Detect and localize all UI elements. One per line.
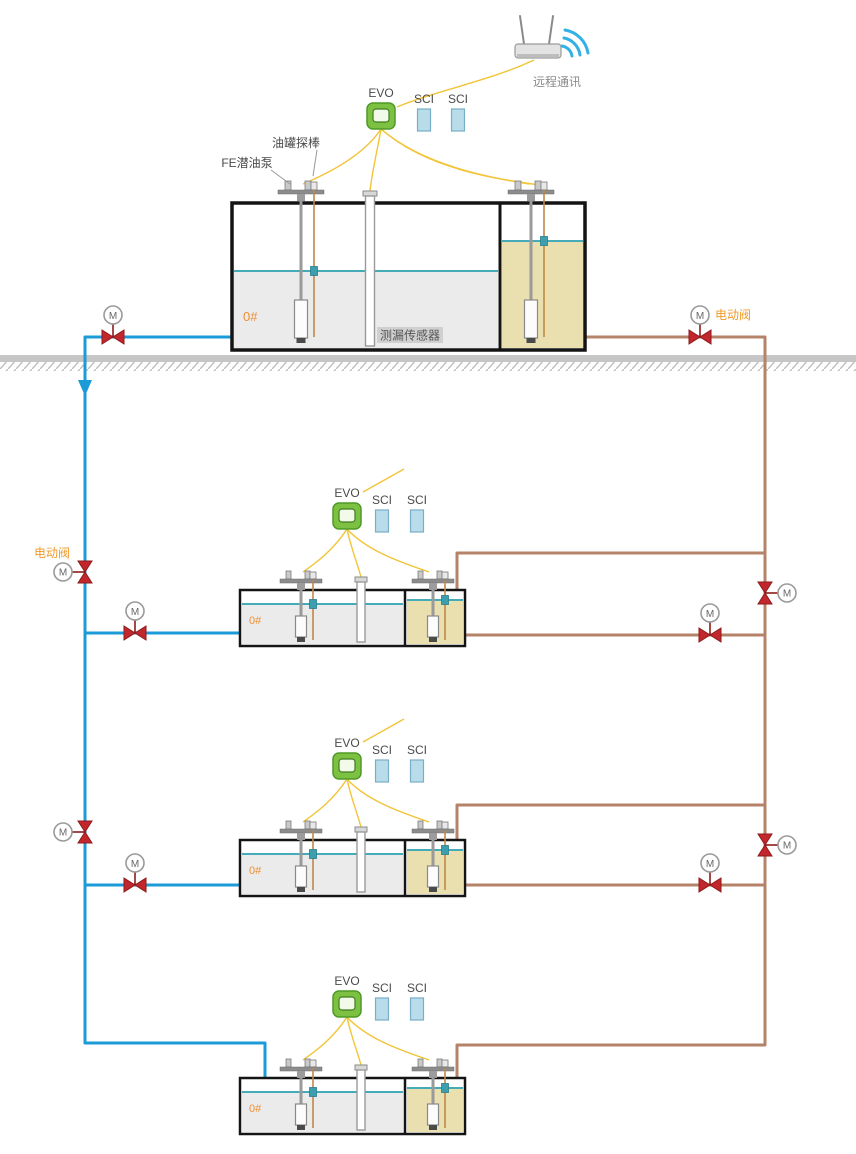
leak-sensor-tube (362, 190, 378, 347)
label-tank-probe: 油罐探棒 (272, 136, 320, 150)
probe-float (441, 845, 449, 855)
probe-float (441, 1083, 449, 1093)
tank-grade-label: 0# (243, 309, 258, 324)
blue-main-run (83, 335, 267, 1078)
leak-sensor-tube (354, 1064, 368, 1131)
label-fe-pump: FE潜油泵 (221, 156, 272, 170)
tank-grade-label: 0# (249, 615, 262, 627)
sci-device (406, 742, 428, 783)
antenna-icon (548, 15, 554, 45)
remote-router: 远程通讯 (514, 15, 590, 89)
ground-line (0, 355, 856, 371)
return-pipe-brown (455, 335, 767, 1078)
antenna-icon (519, 15, 525, 45)
label-leak-sensor: 测漏传感器 (380, 328, 440, 343)
wifi-signal-icon (560, 28, 590, 58)
sci-device (371, 742, 393, 783)
sci-device (371, 980, 393, 1021)
sci-device (413, 91, 435, 132)
storage-tank-2: 0# (238, 569, 467, 648)
probe-float (309, 849, 317, 859)
probe-float (309, 599, 317, 609)
sci-device (447, 91, 469, 132)
sci-device (406, 980, 428, 1021)
probe-float (540, 236, 548, 246)
label-electric-valve-right: 电动阀 (715, 308, 751, 322)
storage-tank-4: 0# (238, 1057, 467, 1136)
evo-device (332, 485, 362, 530)
storage-tank-1: 0# 测漏传感器 (230, 179, 587, 352)
probe-float (310, 266, 318, 276)
evo-device (366, 85, 396, 130)
label-remote-comm: 远程通讯 (533, 74, 581, 89)
label-electric-valve-left: 电动阀 (34, 546, 70, 560)
leak-sensor-tube (354, 576, 368, 643)
evo-device (332, 973, 362, 1018)
evo-device (332, 735, 362, 780)
sci-device (406, 492, 428, 533)
probe-float (441, 595, 449, 605)
brown-branch-tank3-top (455, 803, 765, 840)
tank-grade-label: 0# (249, 1103, 262, 1115)
callout-labels: 油罐探棒 FE潜油泵 电动阀 电动阀 (34, 136, 751, 560)
sci-device (371, 492, 393, 533)
signal-wires (302, 59, 548, 1066)
fuel-pipe-blue (83, 335, 267, 1078)
leak-sensor-label-bg (377, 327, 443, 343)
tank-grade-label: 0# (249, 865, 262, 877)
probe-float (309, 1087, 317, 1097)
leak-sensor-tube (354, 826, 368, 893)
storage-tank-3: 0# (238, 819, 467, 898)
brown-main-run (455, 335, 767, 1078)
flow-arrow (78, 380, 92, 396)
brown-branch-tank2-top (455, 551, 765, 590)
